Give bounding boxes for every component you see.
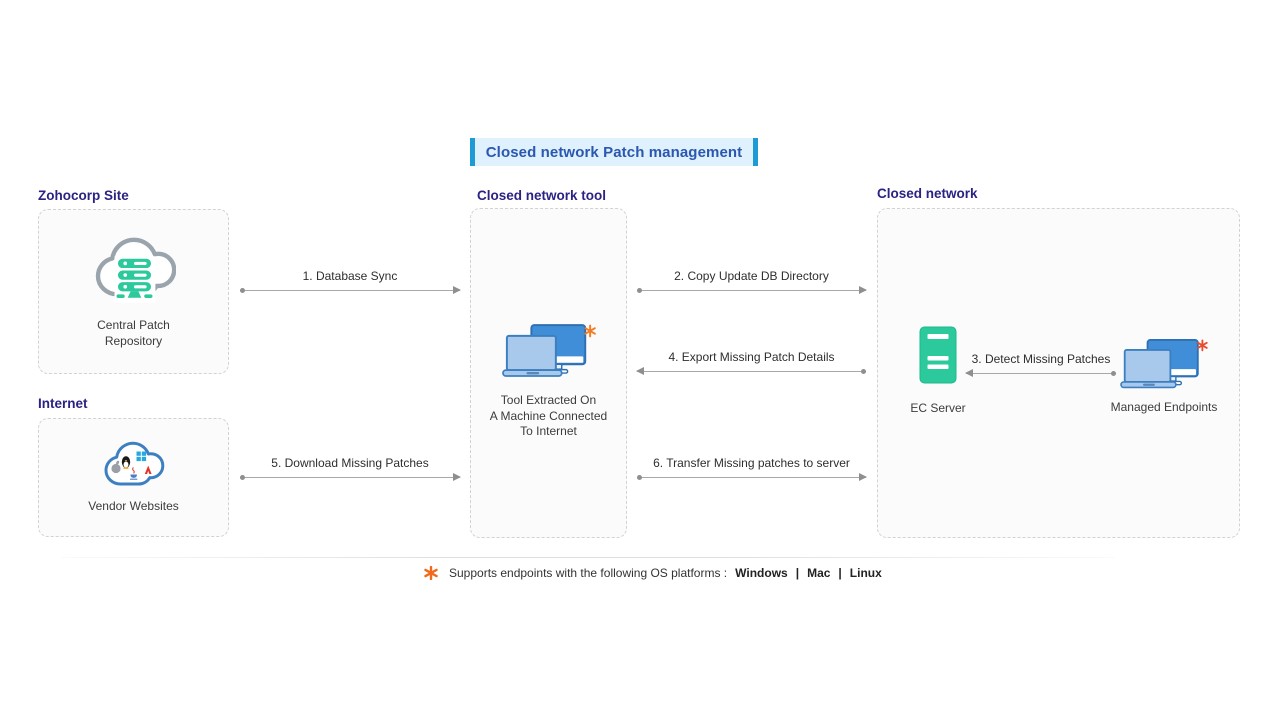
arrow-line [637,473,867,481]
platform-windows: Windows [735,566,788,580]
page-title: Closed network Patch management [485,143,743,161]
banner-right-bar [753,138,758,166]
asterisk-icon [583,324,596,338]
os-support-note: Supports endpoints with the following OS… [424,566,882,580]
ec-server-label: EC Server [910,401,966,415]
cloud-server-icon [92,234,176,311]
group-label-closed-network-tool: Closed network tool [477,188,607,203]
platform-linux: Linux [849,566,882,580]
os-support-text: Supports endpoints with the following OS… [449,566,728,580]
arrow-label: 6. Transfer Missing patches to server [653,456,850,470]
arrow-line [637,286,867,294]
group-label-zohocorp-site: Zohocorp Site [38,188,129,203]
laptop-monitor-icon [501,324,596,386]
tool-extracted-label: Tool Extracted On A Machine Connected To… [489,393,608,439]
linux-tux-icon [121,455,130,469]
group-label-closed-network: Closed network [877,186,978,201]
arrow-transfer-missing-patches: 6. Transfer Missing patches to server [637,456,867,481]
asterisk-icon [1197,339,1208,352]
server-tower-icon [919,326,957,389]
managed-endpoints-node: Managed Endpoints [1111,339,1217,416]
cloud-vendor-logos-icon [100,441,168,492]
group-label-internet: Internet [38,396,88,411]
footer-divider [62,557,1114,558]
internet-box: Vendor Websites [38,418,229,537]
arrow-copy-update-db: 2. Copy Update DB Directory [637,269,867,294]
laptop-monitor-icon [1120,339,1208,397]
arrow-line [240,473,461,481]
closed-network-tool-box: Tool Extracted On A Machine Connected To… [470,208,627,538]
ec-server-node: EC Server [898,326,978,417]
arrow-label: 4. Export Missing Patch Details [668,350,835,364]
title-banner: Closed network Patch management [470,138,758,166]
arrow-label: 5. Download Missing Patches [271,456,429,470]
managed-endpoints-label: Managed Endpoints [1110,400,1218,414]
arrow-detect-missing-patches: 3. Detect Missing Patches [965,352,1116,377]
adobe-logo-icon [144,465,152,474]
separator: | [795,566,800,580]
arrow-label: 1. Database Sync [302,269,398,283]
zohocorp-site-box: Central Patch Repository [38,209,229,374]
arrow-label: 2. Copy Update DB Directory [674,269,829,283]
arrow-line [240,286,461,294]
asterisk-icon [424,566,438,580]
central-patch-repository-label: Central Patch Repository [97,317,170,348]
banner-left-bar [470,138,475,166]
arrow-label: 3. Detect Missing Patches [971,352,1111,366]
closed-network-box: EC Server 3. Detect Missing Patches [877,208,1240,538]
arrow-line [965,369,1116,377]
apple-logo-icon [110,460,121,473]
separator: | [838,566,842,580]
arrow-download-missing-patches: 5. Download Missing Patches [240,456,461,481]
arrow-export-missing-patch: 4. Export Missing Patch Details [636,350,866,375]
arrow-database-sync: 1. Database Sync [240,269,461,294]
arrow-line [636,367,866,375]
java-logo-icon [129,466,137,480]
platform-mac: Mac [807,566,831,580]
windows-logo-icon [136,451,146,461]
vendor-websites-label: Vendor Websites [88,498,179,513]
